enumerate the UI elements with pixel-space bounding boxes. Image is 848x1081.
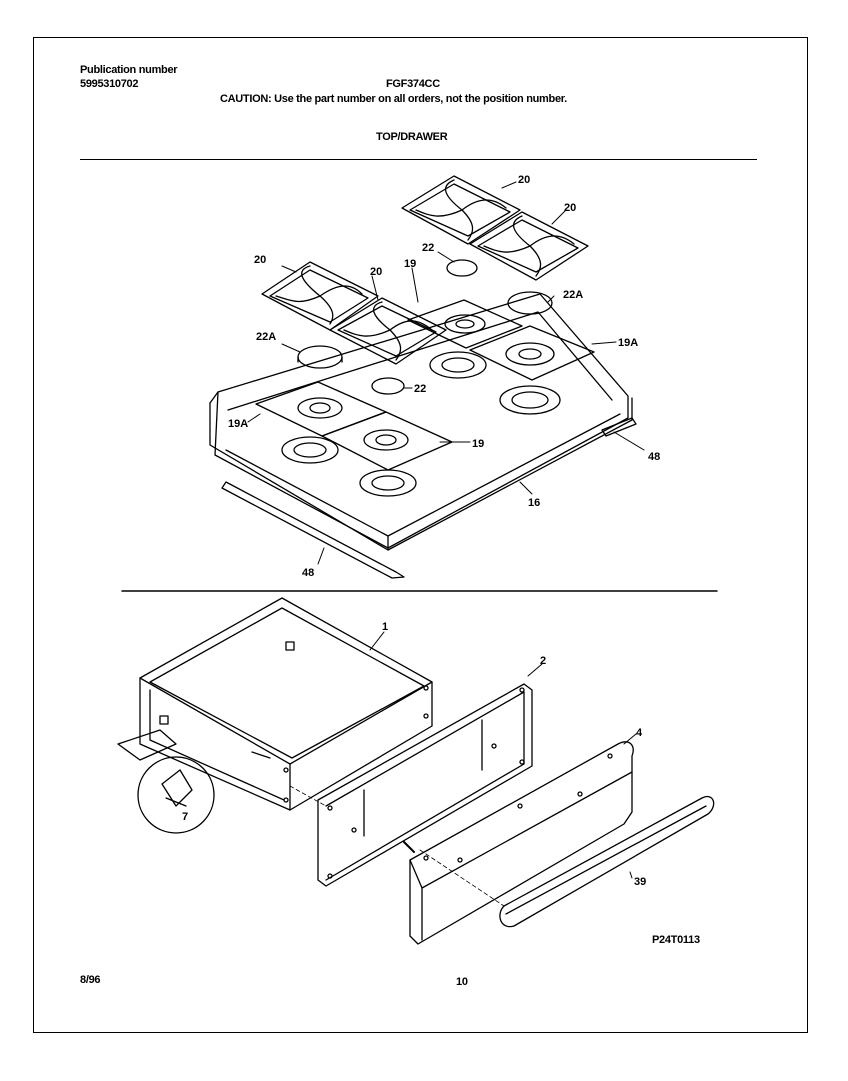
callout-19-front: 19: [472, 438, 484, 450]
drawer-body: [139, 597, 433, 811]
drawer-outer-panel: [403, 741, 634, 945]
footer-date: 8/96: [80, 974, 101, 986]
callout-22-front: 22: [414, 383, 426, 395]
burner-cap-22A-right: [507, 291, 553, 315]
callout-20-rear-right: 20: [518, 174, 530, 186]
callout-22A-right: 22A: [563, 289, 583, 301]
burner-pan-19A-rear-right: [469, 325, 595, 381]
burner-cap-22-small-rear: [446, 259, 478, 277]
callout-4: 4: [636, 727, 643, 739]
callout-20-front-left: 20: [370, 266, 382, 278]
burner-pan-19A-front-left: [255, 381, 387, 437]
callout-2: 2: [540, 655, 546, 667]
drawer-glide-bracket: [117, 729, 215, 834]
burner-cap-22-small-front: [371, 377, 405, 395]
grate-20-left-rear: [261, 261, 379, 331]
callout-39: 39: [634, 876, 646, 888]
callout-1: 1: [382, 621, 388, 633]
top-leader-lines: [247, 181, 645, 565]
trim-strip-48-front: [221, 481, 405, 579]
grate-20-right-front: [469, 211, 589, 281]
callout-16: 16: [528, 497, 540, 509]
drawer-handle: [499, 795, 715, 928]
header-rule: [80, 159, 757, 160]
bottom-leader-lines: [369, 631, 637, 879]
callout-19-rear: 19: [404, 258, 416, 270]
callout-48-front: 48: [302, 567, 314, 579]
callout-20-front-right: 20: [564, 202, 576, 214]
trim-strip-48-side: [601, 417, 637, 437]
callout-7: 7: [182, 811, 188, 823]
callout-19A-left: 19A: [228, 418, 248, 430]
caution-note: CAUTION: Use the part number on all orde…: [220, 93, 567, 105]
page-number: 10: [456, 976, 468, 988]
cooktop-main-top: [209, 293, 633, 551]
grate-20-right-rear: [401, 175, 521, 245]
callout-19A-right: 19A: [618, 337, 638, 349]
section-title: TOP/DRAWER: [376, 131, 448, 143]
alignment-lines: [289, 785, 505, 907]
callout-22A-left: 22A: [256, 331, 276, 343]
callout-48-side: 48: [648, 451, 660, 463]
drawer-front-panel: [317, 683, 533, 887]
publication-label: Publication number: [80, 64, 178, 76]
publication-number: 5995310702: [80, 78, 139, 90]
burner-pan-19-front-right: [321, 411, 453, 471]
page-frame: [33, 37, 808, 1033]
callout-22-rear: 22: [422, 242, 434, 254]
grate-20-left-front: [329, 297, 447, 365]
figure-id: P24T0113: [652, 934, 700, 946]
model-number: FGF374CC: [386, 78, 440, 90]
burner-cap-22A-left: [297, 345, 343, 369]
burner-pan-19-rear-left: [407, 299, 523, 349]
callout-20-rear-left: 20: [254, 254, 266, 266]
